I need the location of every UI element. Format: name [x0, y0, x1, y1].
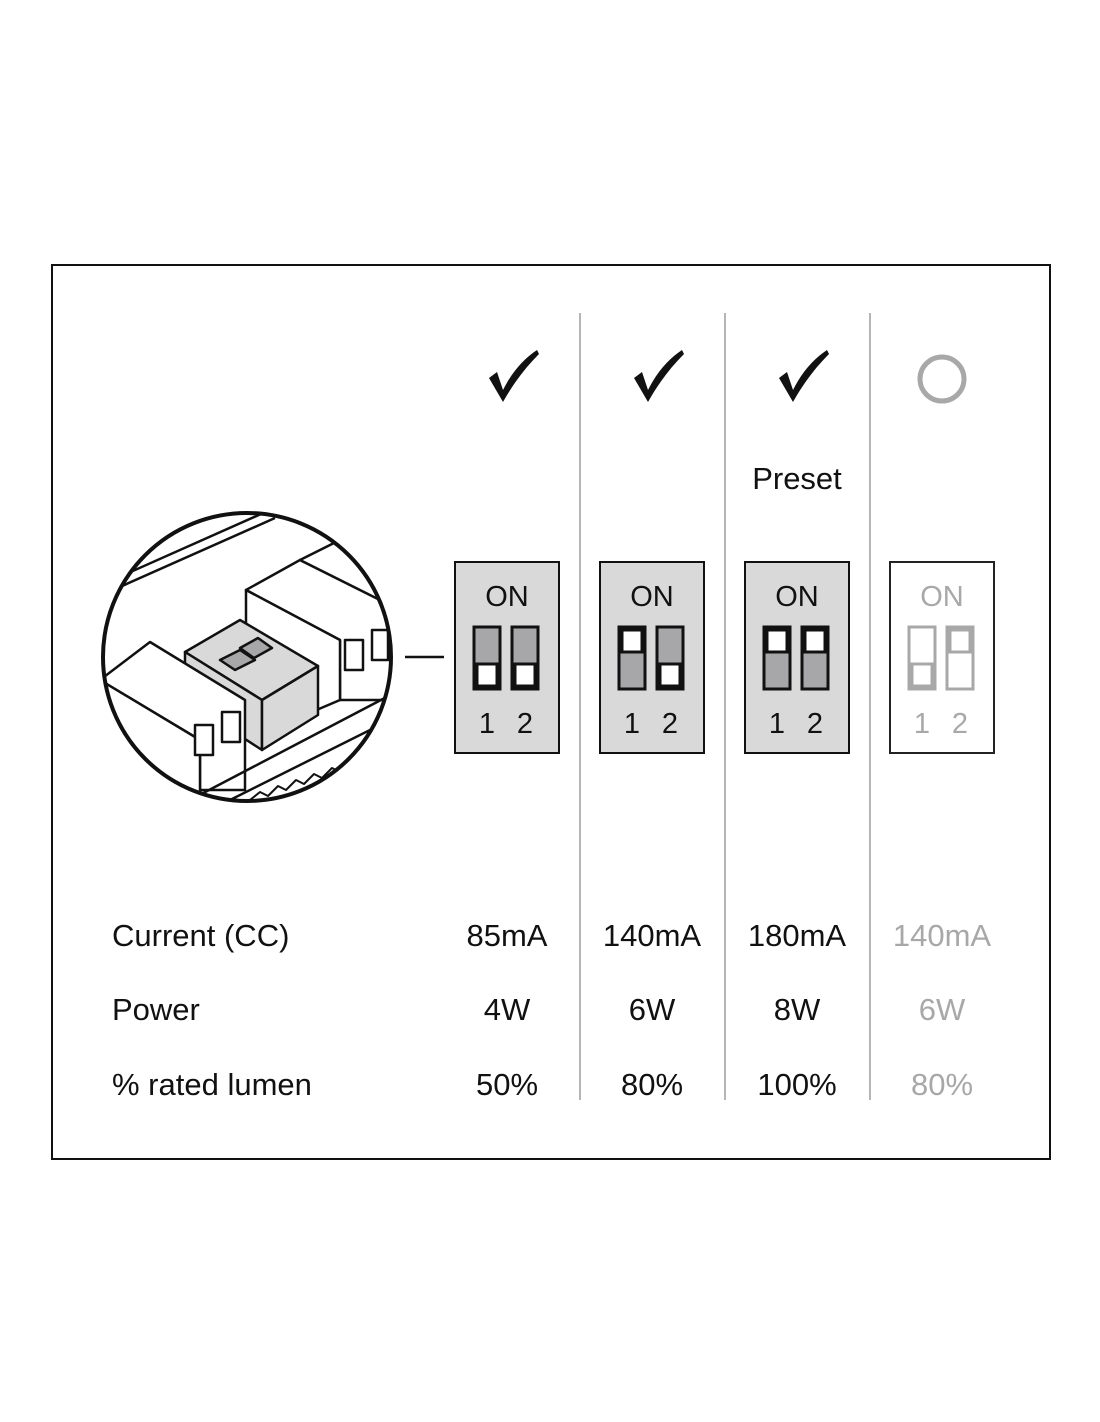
knob-off: [658, 662, 682, 688]
switch-1-toggle: 1: [907, 625, 937, 740]
preset-label: Preset: [752, 461, 842, 496]
lumen-value: 80%: [911, 1067, 973, 1102]
knob-on: [765, 628, 789, 654]
switch-on-label: ON: [630, 581, 674, 613]
switch-number: 1: [914, 708, 930, 740]
diagram-frame: [51, 264, 1051, 1160]
power-value: 4W: [484, 992, 531, 1027]
current-value: 180mA: [748, 918, 847, 953]
switch-1-toggle: 1: [472, 625, 502, 740]
switch-2-toggle: 2: [800, 625, 830, 740]
row-label-current: Current (CC): [112, 918, 289, 953]
switch-number: 2: [517, 708, 533, 740]
current-value: 85mA: [467, 918, 548, 953]
power-value: 6W: [629, 992, 676, 1027]
lumen-value: 100%: [757, 1067, 836, 1102]
driver-magnifier-illustration: [101, 511, 393, 803]
switch-1-toggle: 1: [762, 625, 792, 740]
lumen-value: 80%: [621, 1067, 683, 1102]
current-value: 140mA: [893, 918, 992, 953]
checkmark-icon: [779, 350, 829, 402]
switch-2-toggle: 2: [655, 625, 685, 740]
switch-number: 2: [662, 708, 678, 740]
switch-2-toggle: 2: [510, 625, 540, 740]
switch-on-label: ON: [920, 581, 964, 613]
column-dividers: [579, 313, 871, 1100]
switch-number: 1: [624, 708, 640, 740]
switch-number: 2: [807, 708, 823, 740]
knob-off: [475, 662, 499, 688]
knob-on: [948, 628, 972, 654]
current-value: 140mA: [603, 918, 702, 953]
checkmark-icon: [634, 350, 684, 402]
knob-on: [803, 628, 827, 654]
power-value: 8W: [774, 992, 821, 1027]
row-label-lumen: % rated lumen: [112, 1067, 312, 1102]
knob-off: [910, 662, 934, 688]
switch-on-label: ON: [485, 581, 529, 613]
lumen-value: 50%: [476, 1067, 538, 1102]
switch-number: 1: [479, 708, 495, 740]
switch-number: 2: [952, 708, 968, 740]
switch-on-label: ON: [775, 581, 819, 613]
knob-off: [513, 662, 537, 688]
row-label-power: Power: [112, 992, 200, 1027]
knob-on: [620, 628, 644, 654]
switch-1-toggle: 1: [617, 625, 647, 740]
power-value: 6W: [919, 992, 966, 1027]
circle-icon: [917, 354, 967, 404]
switch-number: 1: [769, 708, 785, 740]
checkmark-icon: [489, 350, 539, 402]
switch-2-toggle: 2: [945, 625, 975, 740]
